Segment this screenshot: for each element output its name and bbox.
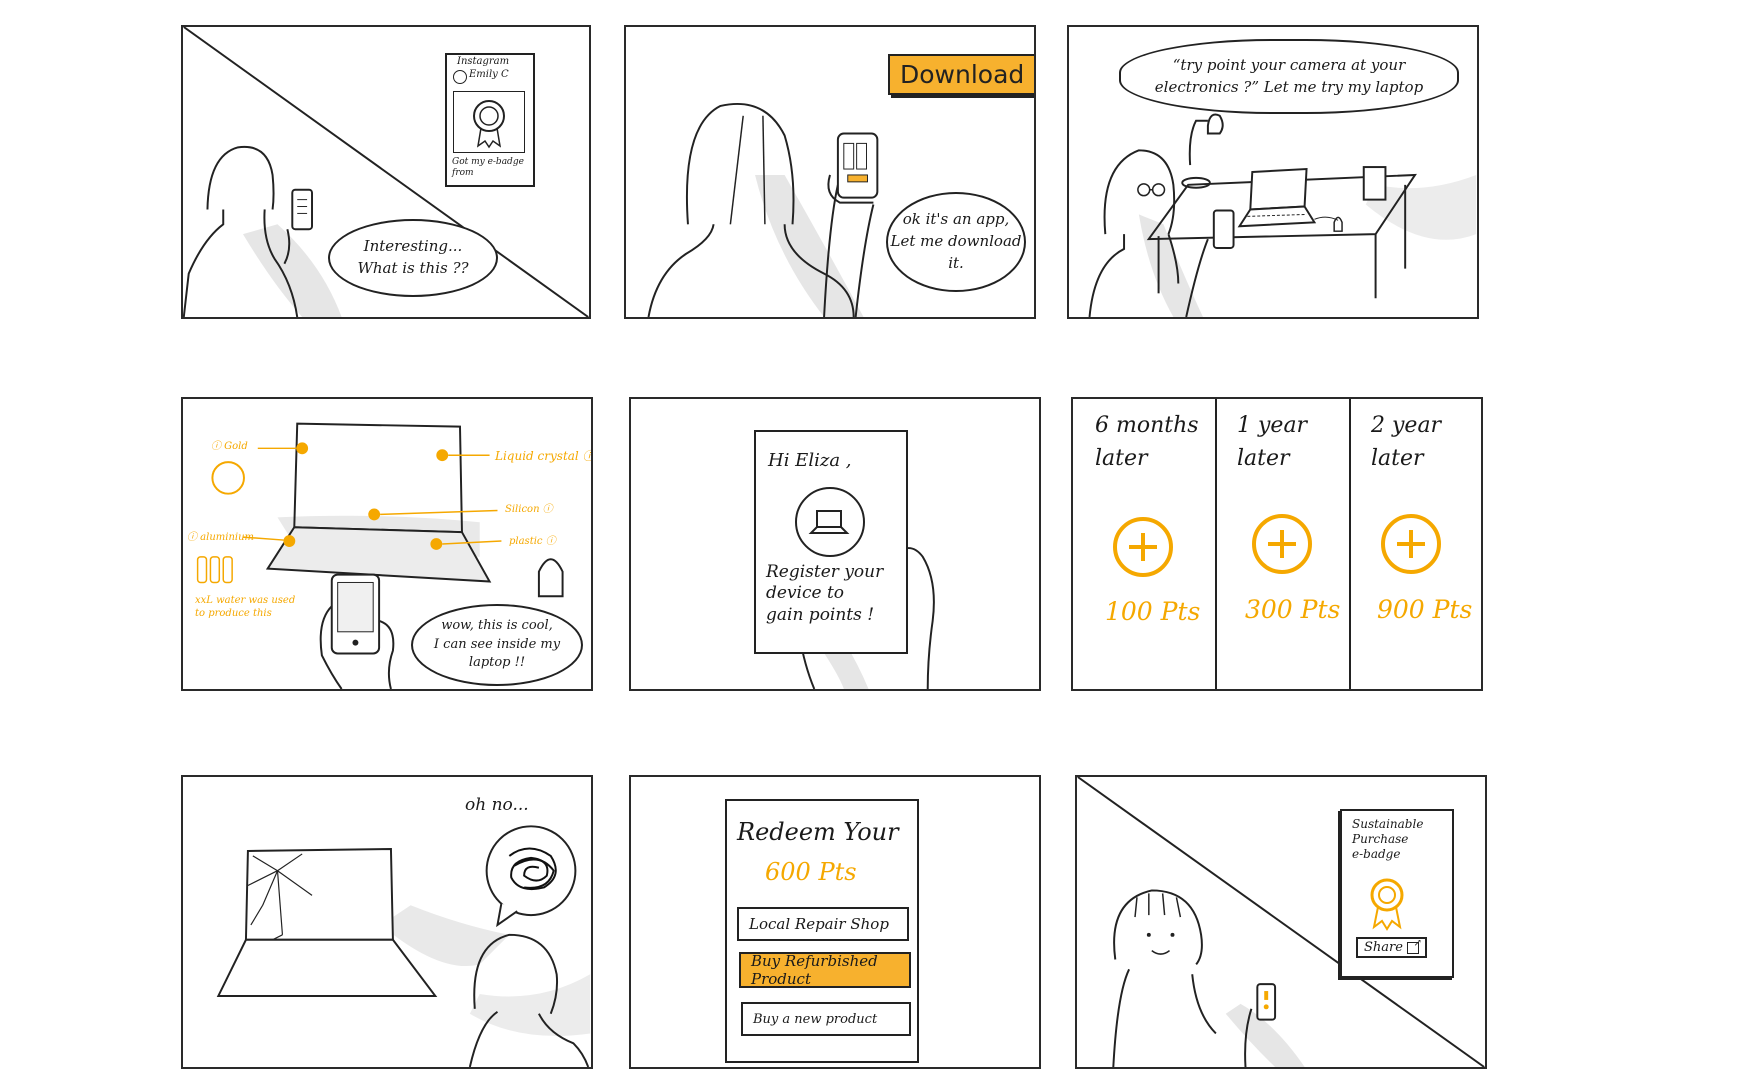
label-silicon: Silicon ⓘ — [505, 504, 553, 515]
phone-screen-redeem: Redeem Your 600 Pts Local Repair Shop Bu… — [725, 799, 919, 1063]
points-label: 900 Pts — [1377, 595, 1473, 624]
panel-7-sketch — [216, 825, 591, 1067]
label-plastic: plastic ⓘ — [509, 536, 556, 547]
speech-text-2: ok it's an app, Let me download it. — [890, 210, 1022, 272]
greeting-text: Hi Eliza , — [768, 450, 852, 471]
panel-1-sketch — [183, 27, 589, 317]
register-message: Register your device to gain points ! — [766, 562, 884, 625]
column-title: 1 year later — [1237, 413, 1308, 471]
badge-title: Sustainable Purchase e-badge — [1352, 817, 1424, 861]
share-label: Share — [1364, 940, 1403, 955]
buy-new-product-button[interactable]: Buy a new product — [741, 1002, 911, 1036]
panel-8: Redeem Your 600 Pts Local Repair Shop Bu… — [629, 775, 1041, 1069]
plus-circle-icon[interactable] — [1381, 514, 1441, 574]
label-aluminium: ⓘ aluminium — [187, 532, 255, 543]
panel-3: “try point your camera at your electroni… — [1067, 25, 1479, 319]
panel-4: ⓘ Gold Liquid crystal ⓘ Silicon ⓘ ⓘ alum… — [181, 397, 593, 691]
local-repair-shop-button[interactable]: Local Repair Shop — [737, 907, 909, 941]
plus-circle-icon[interactable] — [1113, 517, 1173, 577]
label-water: xxL water was used to produce this — [195, 595, 296, 619]
points-label: 300 Pts — [1245, 595, 1341, 624]
share-button[interactable]: Share ↗ — [1356, 937, 1427, 958]
speech-text-1: Interesting... What is this ?? — [357, 237, 469, 277]
redeem-title: Redeem Your — [737, 818, 899, 846]
panel-6: 6 months later 100 Pts 1 year later 300 … — [1071, 397, 1483, 691]
phone-screen-register: Hi Eliza , Register your device to gain … — [754, 430, 908, 654]
avatar-icon — [453, 70, 467, 84]
panel-2-sketch — [647, 102, 879, 317]
instagram-post-card: Instagram Emily C Got my e-badge from — [445, 53, 535, 187]
buy-refurbished-button[interactable]: Buy Refurbished Product — [739, 952, 911, 988]
laptop-icon — [808, 510, 850, 534]
column-title: 6 months later — [1095, 413, 1199, 471]
panel-2: Download ok it's an app, Let me download… — [624, 25, 1036, 319]
speech-bubble-4: wow, this is cool, I can see inside my l… — [411, 604, 583, 686]
device-icon — [795, 487, 865, 557]
panel-1: Instagram Emily C Got my e-badge from In… — [181, 25, 591, 319]
plus-circle-icon[interactable] — [1252, 514, 1312, 574]
sustainable-badge-icon — [1370, 878, 1404, 931]
panel-9-sketch — [1077, 777, 1485, 1067]
speech-text-7: oh no... — [465, 795, 529, 815]
e-badge-card: Sustainable Purchase e-badge Share ↗ — [1340, 809, 1454, 978]
panel-7: oh no... — [181, 775, 593, 1069]
post-caption: Got my e-badge from — [452, 157, 524, 179]
panel-4-sketch — [196, 422, 564, 689]
share-icon: ↗ — [1406, 938, 1422, 954]
column-6-months: 6 months later 100 Pts — [1073, 399, 1217, 689]
download-button[interactable]: Download — [888, 54, 1034, 95]
speech-text-4: wow, this is cool, I can see inside my l… — [433, 617, 561, 671]
post-user: Emily C — [469, 69, 509, 80]
speech-bubble-1: Interesting... What is this ?? — [328, 219, 498, 297]
label-gold: ⓘ Gold — [211, 441, 248, 452]
speech-bubble-3: “try point your camera at your electroni… — [1119, 39, 1459, 114]
post-image — [453, 91, 525, 153]
panel-3-sketch — [1088, 113, 1477, 317]
award-badge-icon — [473, 100, 505, 149]
column-1-year: 1 year later 300 Pts — [1215, 399, 1351, 689]
redeem-points: 600 Pts — [765, 858, 857, 886]
speech-text-3: “try point your camera at your electroni… — [1154, 55, 1424, 96]
label-liquid-crystal: Liquid crystal ⓘ — [495, 449, 593, 463]
instagram-title: Instagram — [457, 56, 510, 67]
column-title: 2 year later — [1371, 413, 1442, 471]
points-label: 100 Pts — [1105, 597, 1201, 626]
panel-5: Hi Eliza , Register your device to gain … — [629, 397, 1041, 691]
speech-bubble-2: ok it's an app, Let me download it. — [886, 192, 1026, 292]
column-2-year: 2 year later 900 Pts — [1349, 399, 1481, 689]
panel-9: Sustainable Purchase e-badge Share ↗ — [1075, 775, 1487, 1069]
